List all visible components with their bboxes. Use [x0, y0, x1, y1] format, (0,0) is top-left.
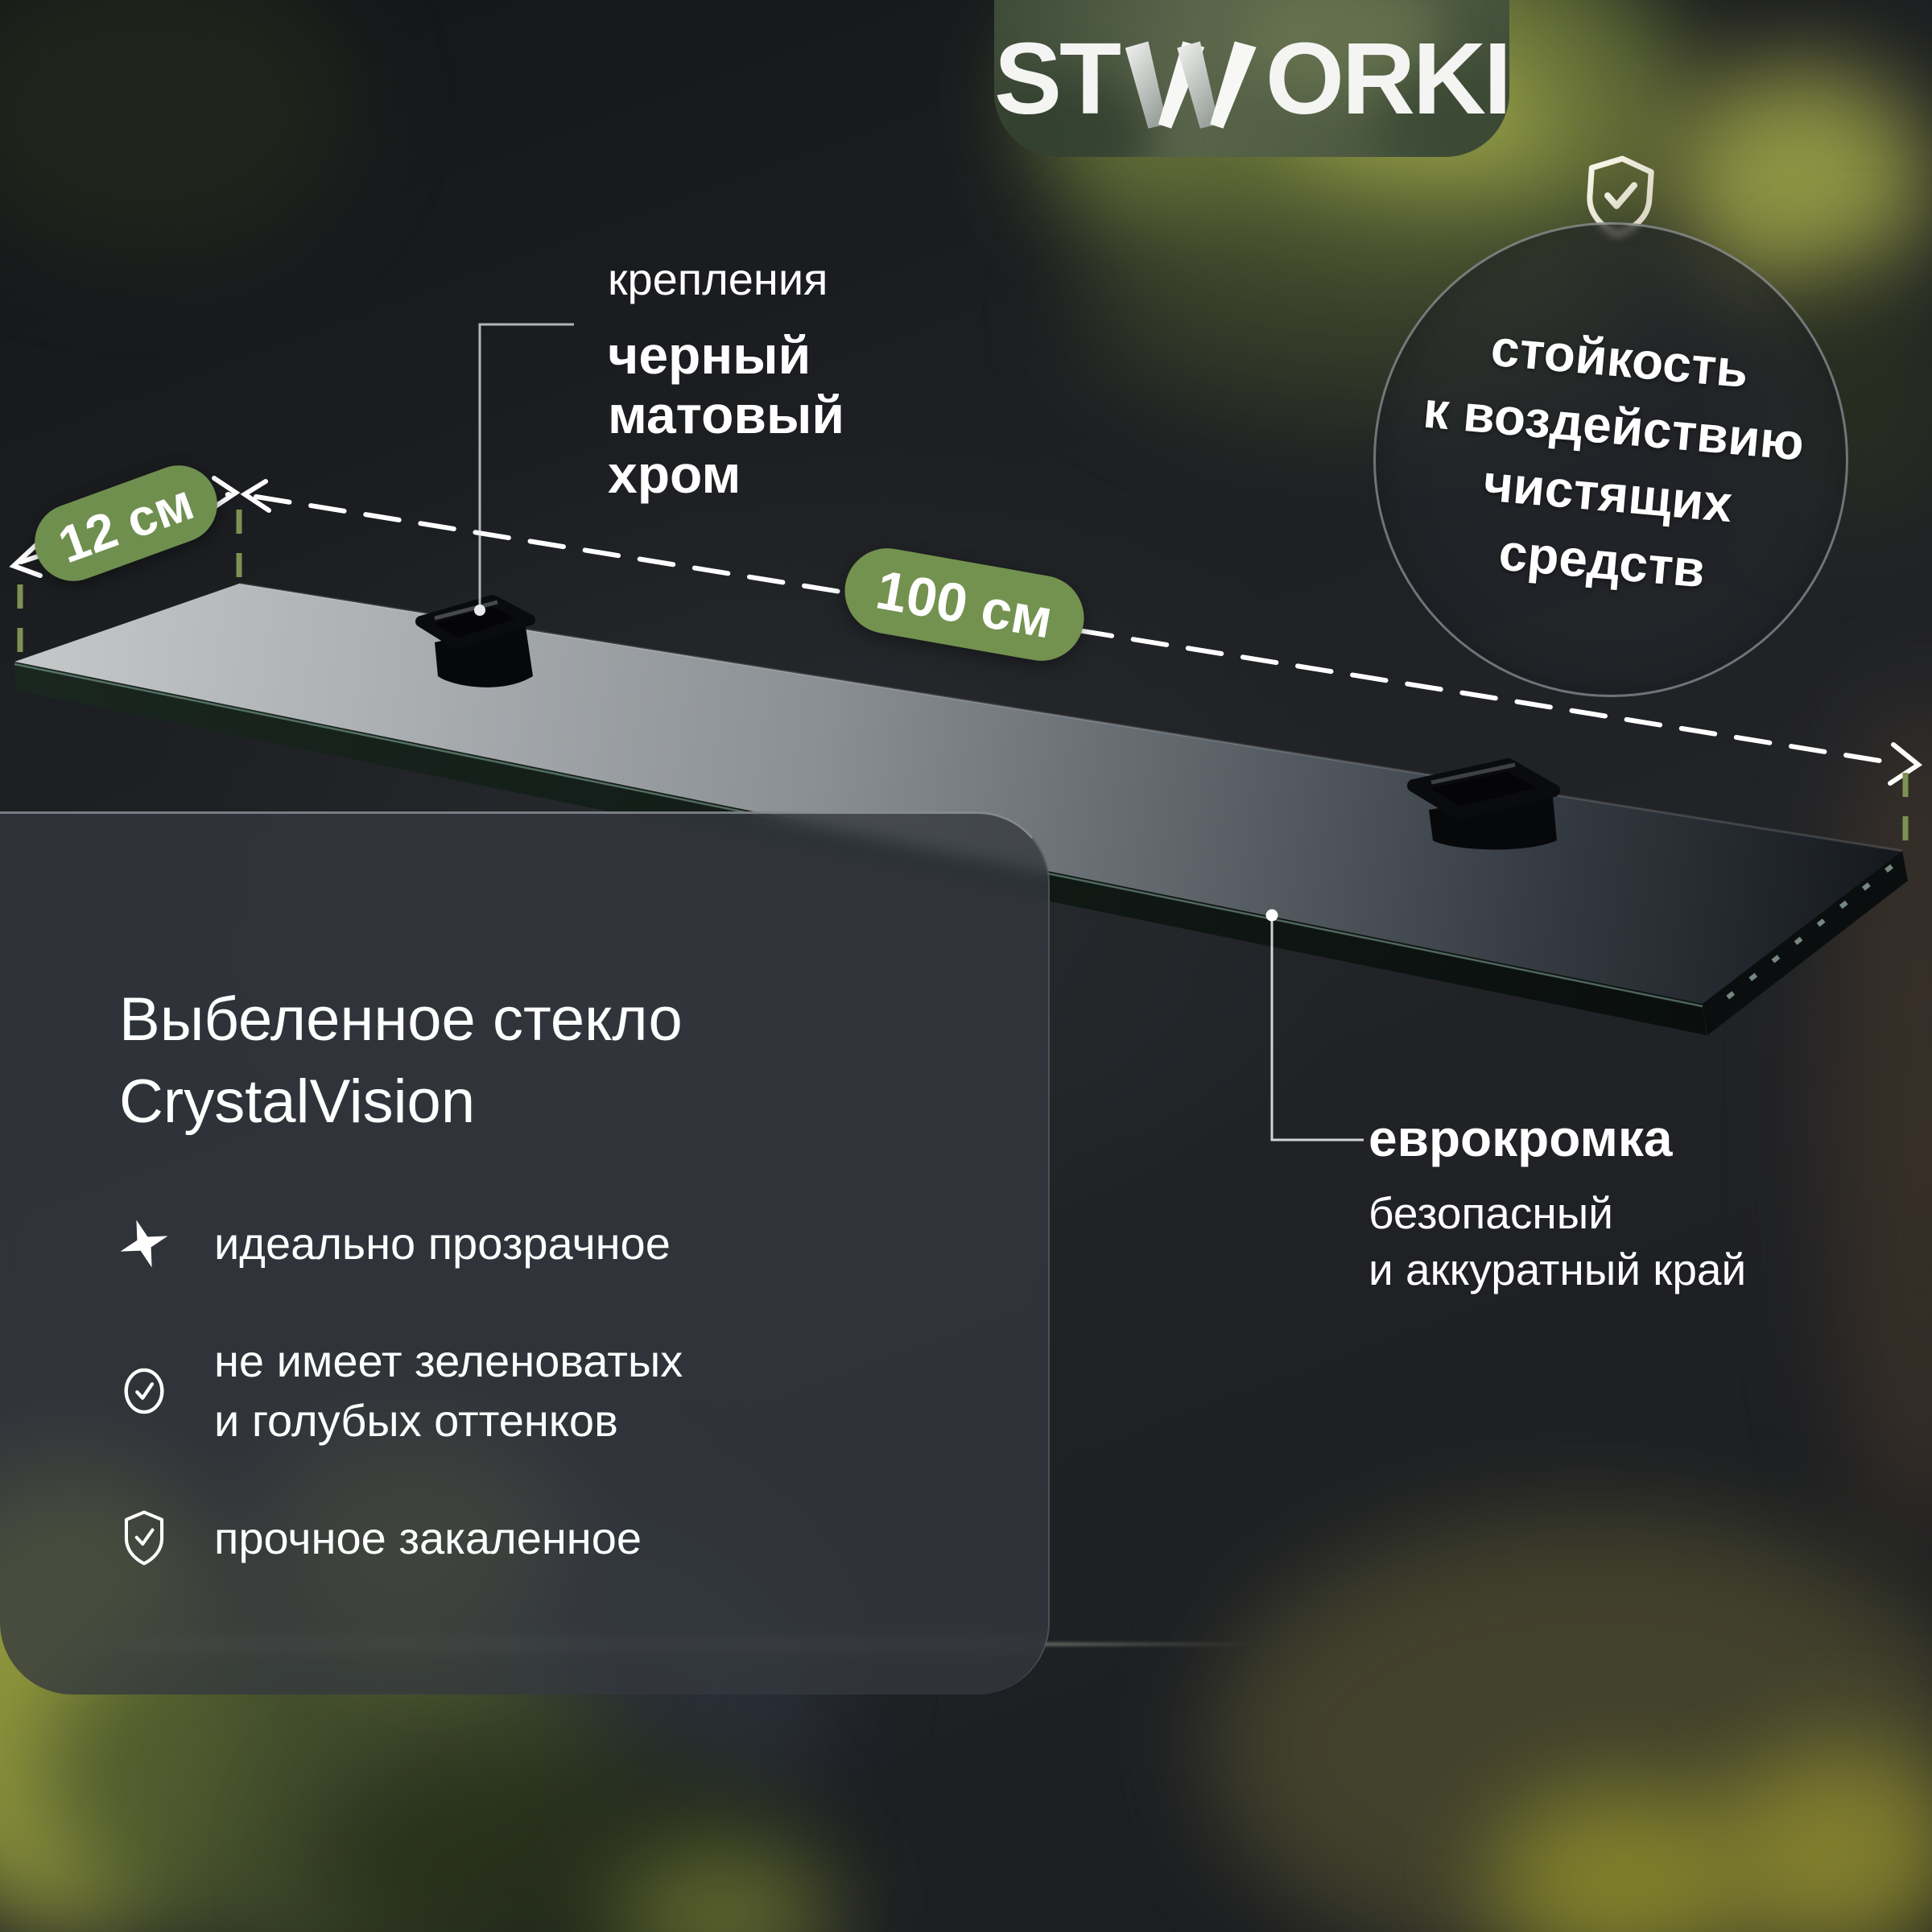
- sparkle-icon: [119, 1216, 169, 1272]
- info-panel: Выбеленное стекло CrystalVision идеально…: [0, 811, 1050, 1695]
- edge-title: еврокромка: [1368, 1109, 1673, 1167]
- mount-finish-line: матовый: [608, 385, 844, 444]
- feature-text: идеально прозрачное: [214, 1218, 671, 1269]
- edge-annotation: еврокромка безопасный и аккуратный край: [1368, 1109, 1746, 1298]
- dimension-extension-dashes: [17, 510, 1909, 847]
- logo-text-st: ST: [994, 22, 1121, 135]
- glass-shelf-surface: [14, 584, 1902, 1004]
- durability-badge: стойкость к воздействию чистящих средств: [1373, 222, 1848, 697]
- glass-right-edge: [1703, 851, 1908, 1035]
- feature-text: прочное закаленное: [214, 1513, 642, 1563]
- panel-title-line: CrystalVision: [119, 1067, 476, 1136]
- check-circle-icon: [119, 1363, 169, 1419]
- edge-description-line: безопасный: [1368, 1188, 1613, 1238]
- list-item: прочное закаленное: [119, 1509, 1048, 1568]
- panel-title-line: Выбеленное стекло: [119, 985, 683, 1054]
- edge-leader-line: [1265, 909, 1364, 1141]
- edge-description-line: и аккуратный край: [1368, 1245, 1747, 1294]
- logo-text-orki: ORKI: [1265, 22, 1509, 135]
- panel-title: Выбеленное стекло CrystalVision: [119, 979, 1048, 1143]
- shield-check-icon: [119, 1509, 169, 1568]
- edge-description: безопасный и аккуратный край: [1368, 1185, 1746, 1298]
- mount-label: крепления: [608, 254, 828, 304]
- feature-list: идеально прозрачное не имеет зеленоватых…: [119, 1214, 1048, 1568]
- mount-finish: черный матовый хром: [608, 325, 844, 504]
- right-bracket: [1407, 758, 1560, 850]
- durability-text: стойкость к воздействию чистящих средств: [1356, 205, 1866, 715]
- left-bracket: [415, 595, 535, 687]
- mount-finish-line: хром: [608, 444, 741, 504]
- mount-annotation: крепления черный матовый хром: [608, 251, 844, 504]
- brand-logo: ST ORKI: [994, 0, 1509, 157]
- logo-w-glyph: [1125, 40, 1257, 129]
- mount-finish-line: черный: [608, 325, 811, 385]
- list-item: идеально прозрачное: [119, 1214, 1048, 1274]
- brand-badge: ST ORKI: [994, 0, 1509, 157]
- feature-text: не имеет зеленоватых и голубых оттенков: [214, 1335, 683, 1446]
- list-item: не имеет зеленоватых и голубых оттенков: [119, 1331, 1048, 1451]
- mount-leader-line: [474, 323, 574, 616]
